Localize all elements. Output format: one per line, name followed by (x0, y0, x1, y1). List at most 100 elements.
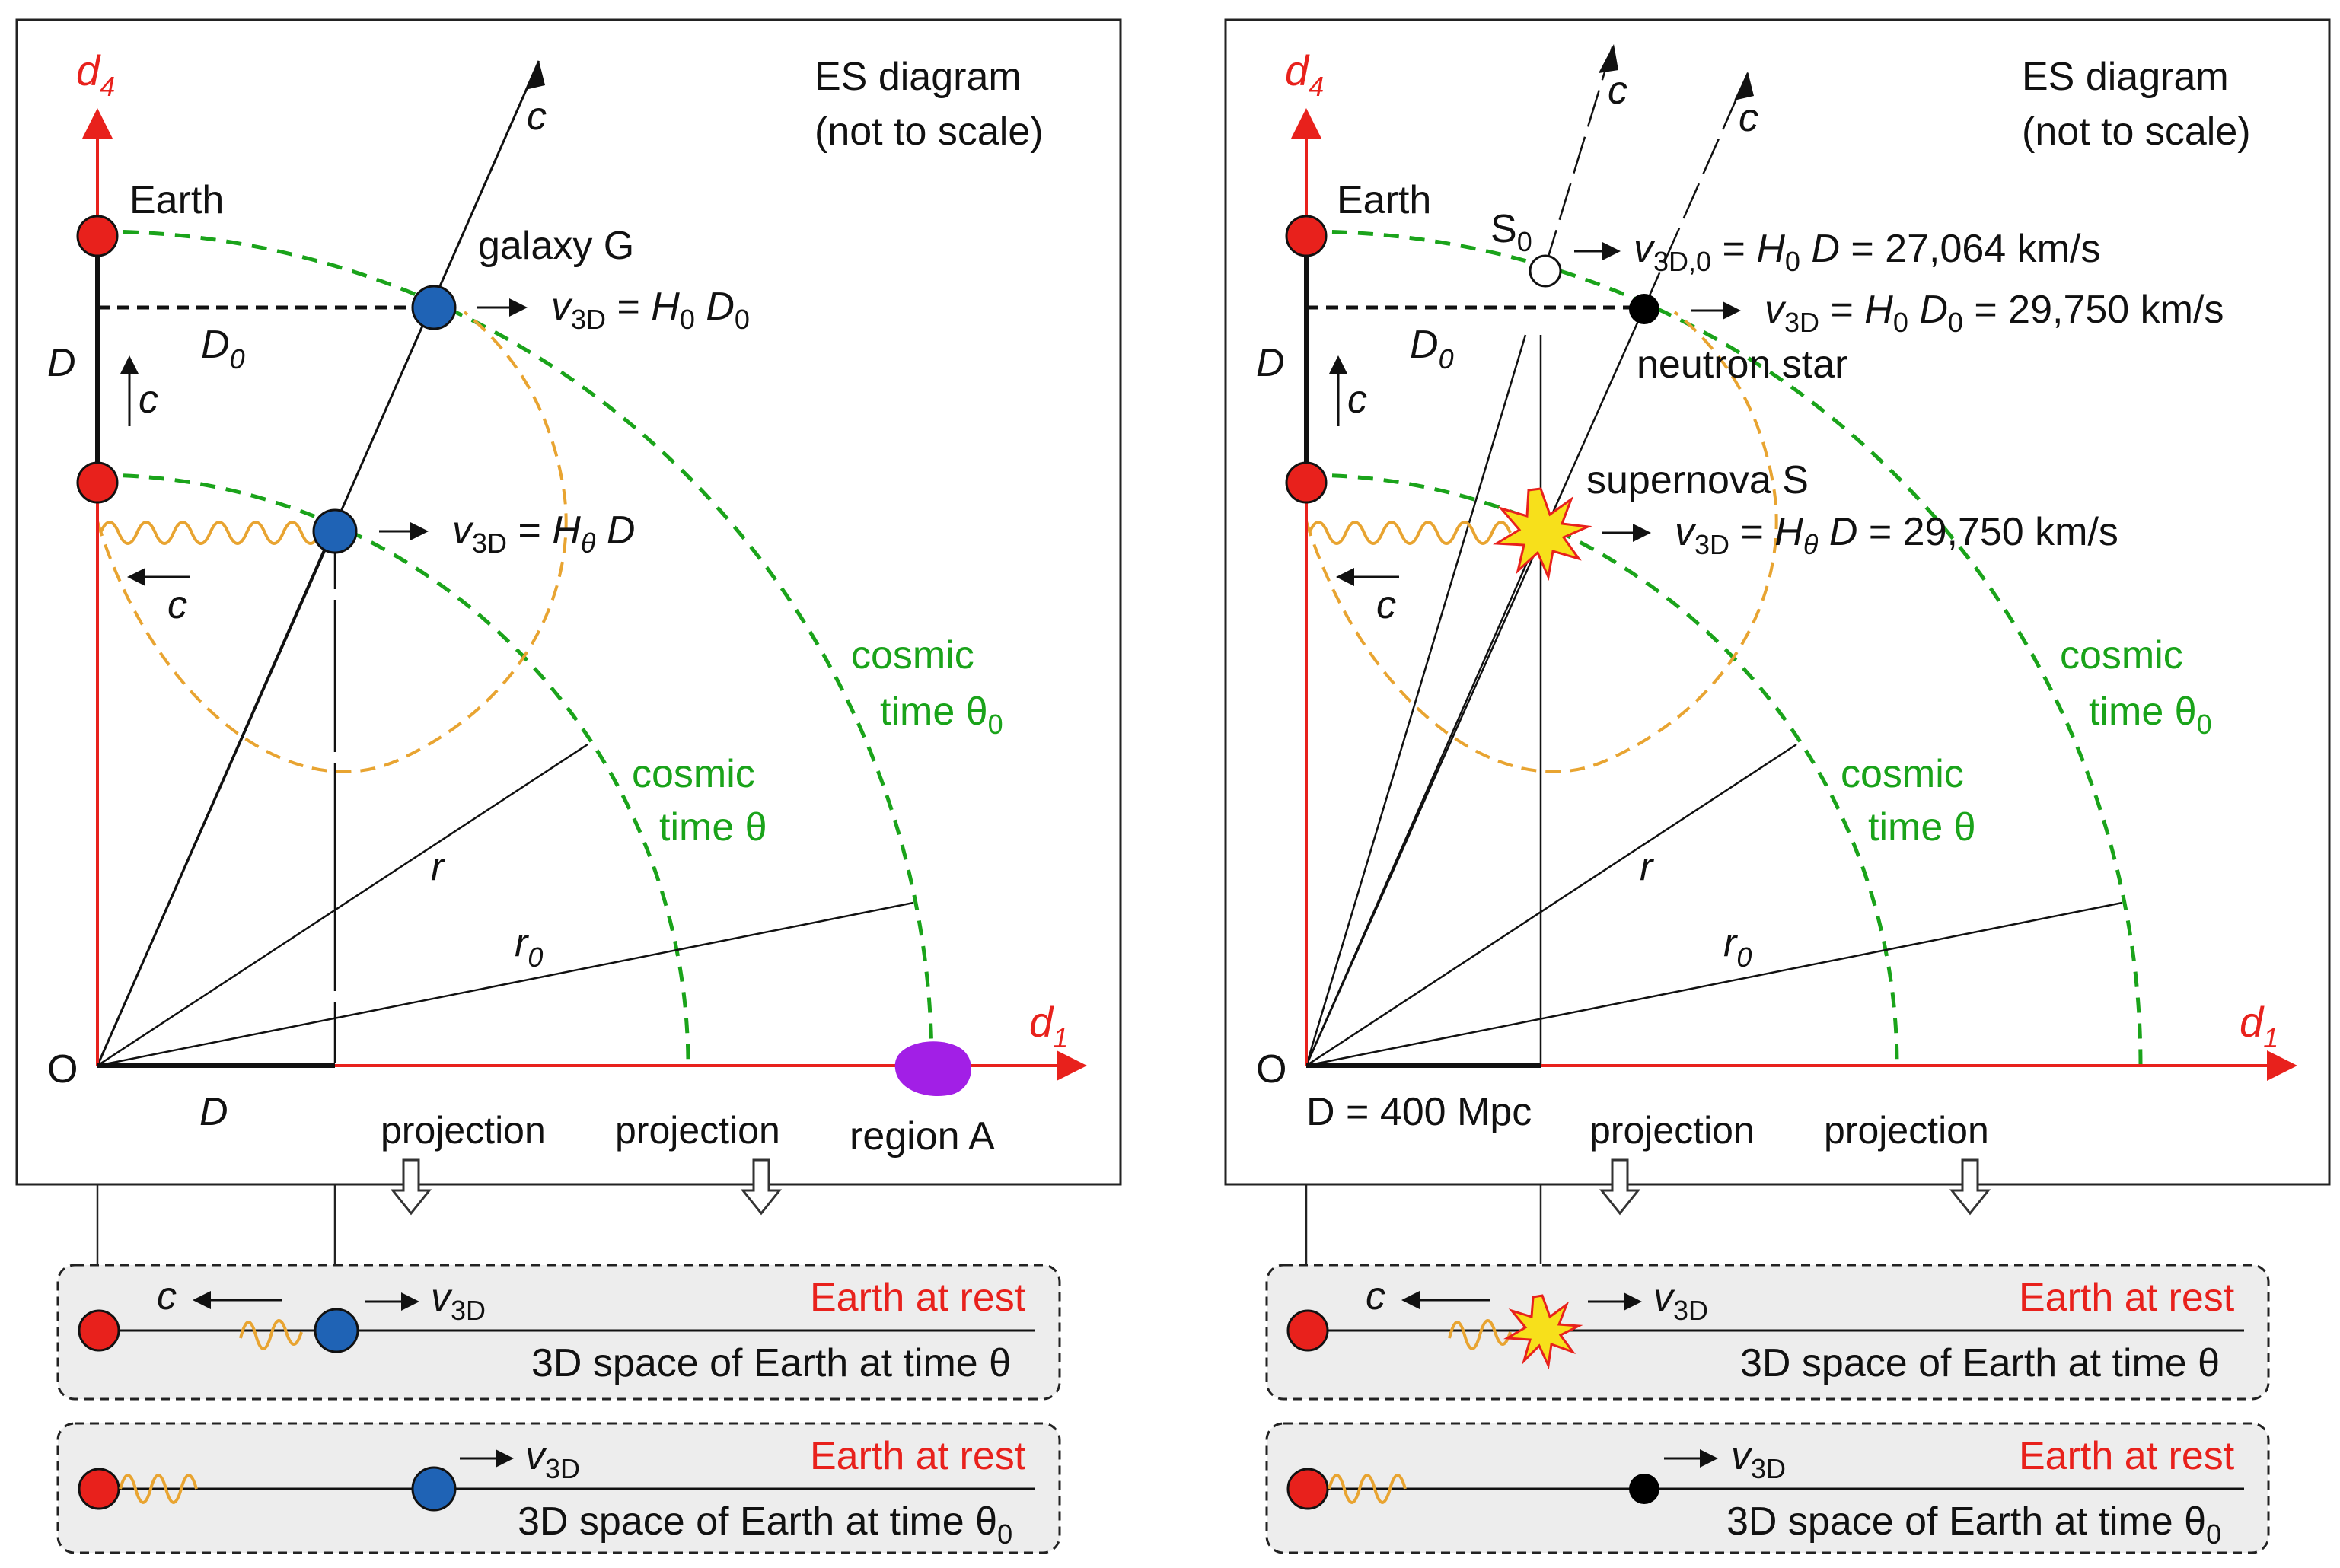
right-box-time-theta0: v3D Earth at rest 3D space of Earth at t… (1265, 1422, 2270, 1554)
left-cosmic-inner-line2: time θ (659, 805, 767, 849)
left-cosmic-time-theta0-arc (97, 229, 934, 1066)
left-axis-d4-label: d4 (76, 46, 115, 102)
box-v-label: v3D (1653, 1276, 1708, 1326)
box-earth-at-rest: Earth at rest (810, 1434, 1026, 1478)
left-projection-1-label: projection (381, 1109, 546, 1152)
left-D-label: D (47, 341, 76, 385)
left-D0-label: D0 (201, 323, 245, 374)
right-supernova-burst (1493, 487, 1592, 582)
right-panel-frame (1224, 18, 2331, 1186)
down-arrow-icon (740, 1158, 783, 1216)
box-space-caption: 3D space of Earth at time θ0 (1726, 1499, 2221, 1550)
left-light-front-arc (96, 311, 568, 773)
box-c-label: c (1366, 1274, 1385, 1318)
right-box-time-theta: c v3D Earth at rest 3D space of Earth at… (1265, 1264, 2270, 1401)
left-v-upper-formula: v3D = H0 D0 (551, 285, 750, 335)
right-axis-d1-label: d1 (2240, 998, 2278, 1053)
left-cosmic-outer-line1: cosmic (851, 633, 974, 677)
neutron-star-dot (1629, 1474, 1659, 1504)
box-v-label: v3D (1731, 1434, 1786, 1484)
left-c-horiz-label: c (167, 583, 187, 627)
left-projection-2-label: projection (615, 1109, 780, 1152)
box-frame (56, 1264, 1061, 1401)
box-frame (1265, 1264, 2270, 1401)
box-c-label: c (157, 1274, 177, 1318)
right-c-horiz-label: c (1376, 583, 1396, 627)
right-D-label: D (1256, 341, 1285, 385)
right-cosmic-time-theta-arc (1305, 473, 1899, 1066)
left-radius-r (97, 743, 588, 1067)
earth-dot (78, 1309, 120, 1352)
box-earth-at-rest: Earth at rest (2019, 1434, 2235, 1478)
right-light-front-arc (1305, 311, 1778, 773)
right-line-to-supernova (1305, 531, 1542, 1066)
down-arrow-icon (1949, 1158, 1991, 1216)
left-light-wave (99, 521, 321, 545)
right-earth-label: Earth (1337, 178, 1431, 222)
right-panel: ES diagram (not to scale) d4 d1 O Earth … (1224, 18, 2331, 1264)
right-s0-label: S0 (1490, 207, 1532, 257)
right-origin-label: O (1256, 1047, 1286, 1092)
right-worldline-s0 (1305, 334, 1527, 1066)
earth-dot (78, 1468, 120, 1510)
galaxy-dot (411, 1466, 457, 1512)
left-origin-label: O (47, 1047, 78, 1092)
left-v-lower-formula: v3D = Hθ D (452, 508, 635, 559)
left-galaxy-dot-lower (312, 508, 358, 554)
right-worldline-c-dashed-2 (1544, 46, 1614, 267)
left-r-label: r (431, 845, 446, 889)
left-galaxy-label: galaxy G (478, 224, 634, 268)
light-wave (119, 1474, 198, 1504)
right-cosmic-inner-line1: cosmic (1841, 752, 1964, 796)
box-earth-at-rest: Earth at rest (2019, 1276, 2235, 1320)
right-r0-label: r0 (1723, 921, 1752, 973)
box-space-caption: 3D space of Earth at time θ0 (518, 1499, 1012, 1550)
left-cosmic-time-theta-arc (97, 473, 690, 1066)
left-worldline-c-arrow (525, 61, 545, 90)
left-region-blob (894, 1041, 972, 1097)
box-earth-at-rest: Earth at rest (810, 1276, 1026, 1320)
box-v-label: v3D (525, 1434, 580, 1484)
left-earth-label: Earth (129, 178, 224, 222)
supernova-burst (1503, 1294, 1583, 1370)
right-projection-1-label: projection (1589, 1109, 1755, 1152)
right-s0-open-dot (1529, 254, 1562, 288)
right-D0-label: D0 (1410, 323, 1454, 374)
left-cosmic-inner-line1: cosmic (632, 752, 755, 796)
earth-dot (1286, 1309, 1329, 1352)
light-wave (1448, 1319, 1512, 1350)
right-worldline-c-arrow-1 (1734, 72, 1754, 100)
right-v-upper-formula: v3D = H0 D0 = 29,750 km/s (1765, 288, 2224, 338)
galaxy-dot (314, 1308, 359, 1353)
right-cosmic-outer-line2: time θ0 (2089, 690, 2212, 740)
left-bottom-D-label: D (199, 1090, 228, 1134)
left-earth-dot-upper (76, 215, 119, 257)
left-box-time-theta0: v3D Earth at rest 3D space of Earth at t… (56, 1422, 1061, 1554)
left-line-to-galaxy-lower (96, 527, 336, 1066)
left-galaxy-dot-upper (411, 285, 457, 330)
left-panel-frame (15, 18, 1122, 1186)
right-neutron-star-label: neutron star (1637, 343, 1848, 387)
right-radius-r0 (1305, 901, 2123, 1067)
left-header-line1: ES diagram (815, 55, 1022, 99)
left-region-label: region A (850, 1114, 995, 1158)
right-c-worldline-label-1: c (1608, 69, 1627, 113)
down-arrow-icon (1599, 1158, 1641, 1216)
left-box-time-theta: c v3D Earth at rest 3D space of Earth at… (56, 1264, 1061, 1401)
right-v-top-formula: v3D,0 = H0 D = 27,064 km/s (1634, 227, 2100, 277)
left-header-line2: (not to scale) (815, 110, 1044, 154)
right-radius-r (1305, 743, 1797, 1067)
right-c-vert-label: c (1347, 378, 1367, 422)
down-arrow-icon (390, 1158, 432, 1216)
left-r0-label: r0 (515, 921, 543, 973)
right-v-lower-formula: v3D = Hθ D = 29,750 km/s (1675, 510, 2118, 560)
right-header-line2: (not to scale) (2022, 110, 2251, 154)
right-bottom-D-label: D = 400 Mpc (1306, 1090, 1532, 1134)
left-radius-r0 (97, 901, 914, 1067)
box-space-caption: 3D space of Earth at time θ (1740, 1341, 2220, 1385)
right-cosmic-outer-line1: cosmic (2060, 633, 2183, 677)
left-panel: ES diagram (not to scale) d4 d1 O Earth … (15, 18, 1122, 1264)
right-light-wave (1308, 521, 1512, 545)
earth-dot (1286, 1468, 1329, 1510)
